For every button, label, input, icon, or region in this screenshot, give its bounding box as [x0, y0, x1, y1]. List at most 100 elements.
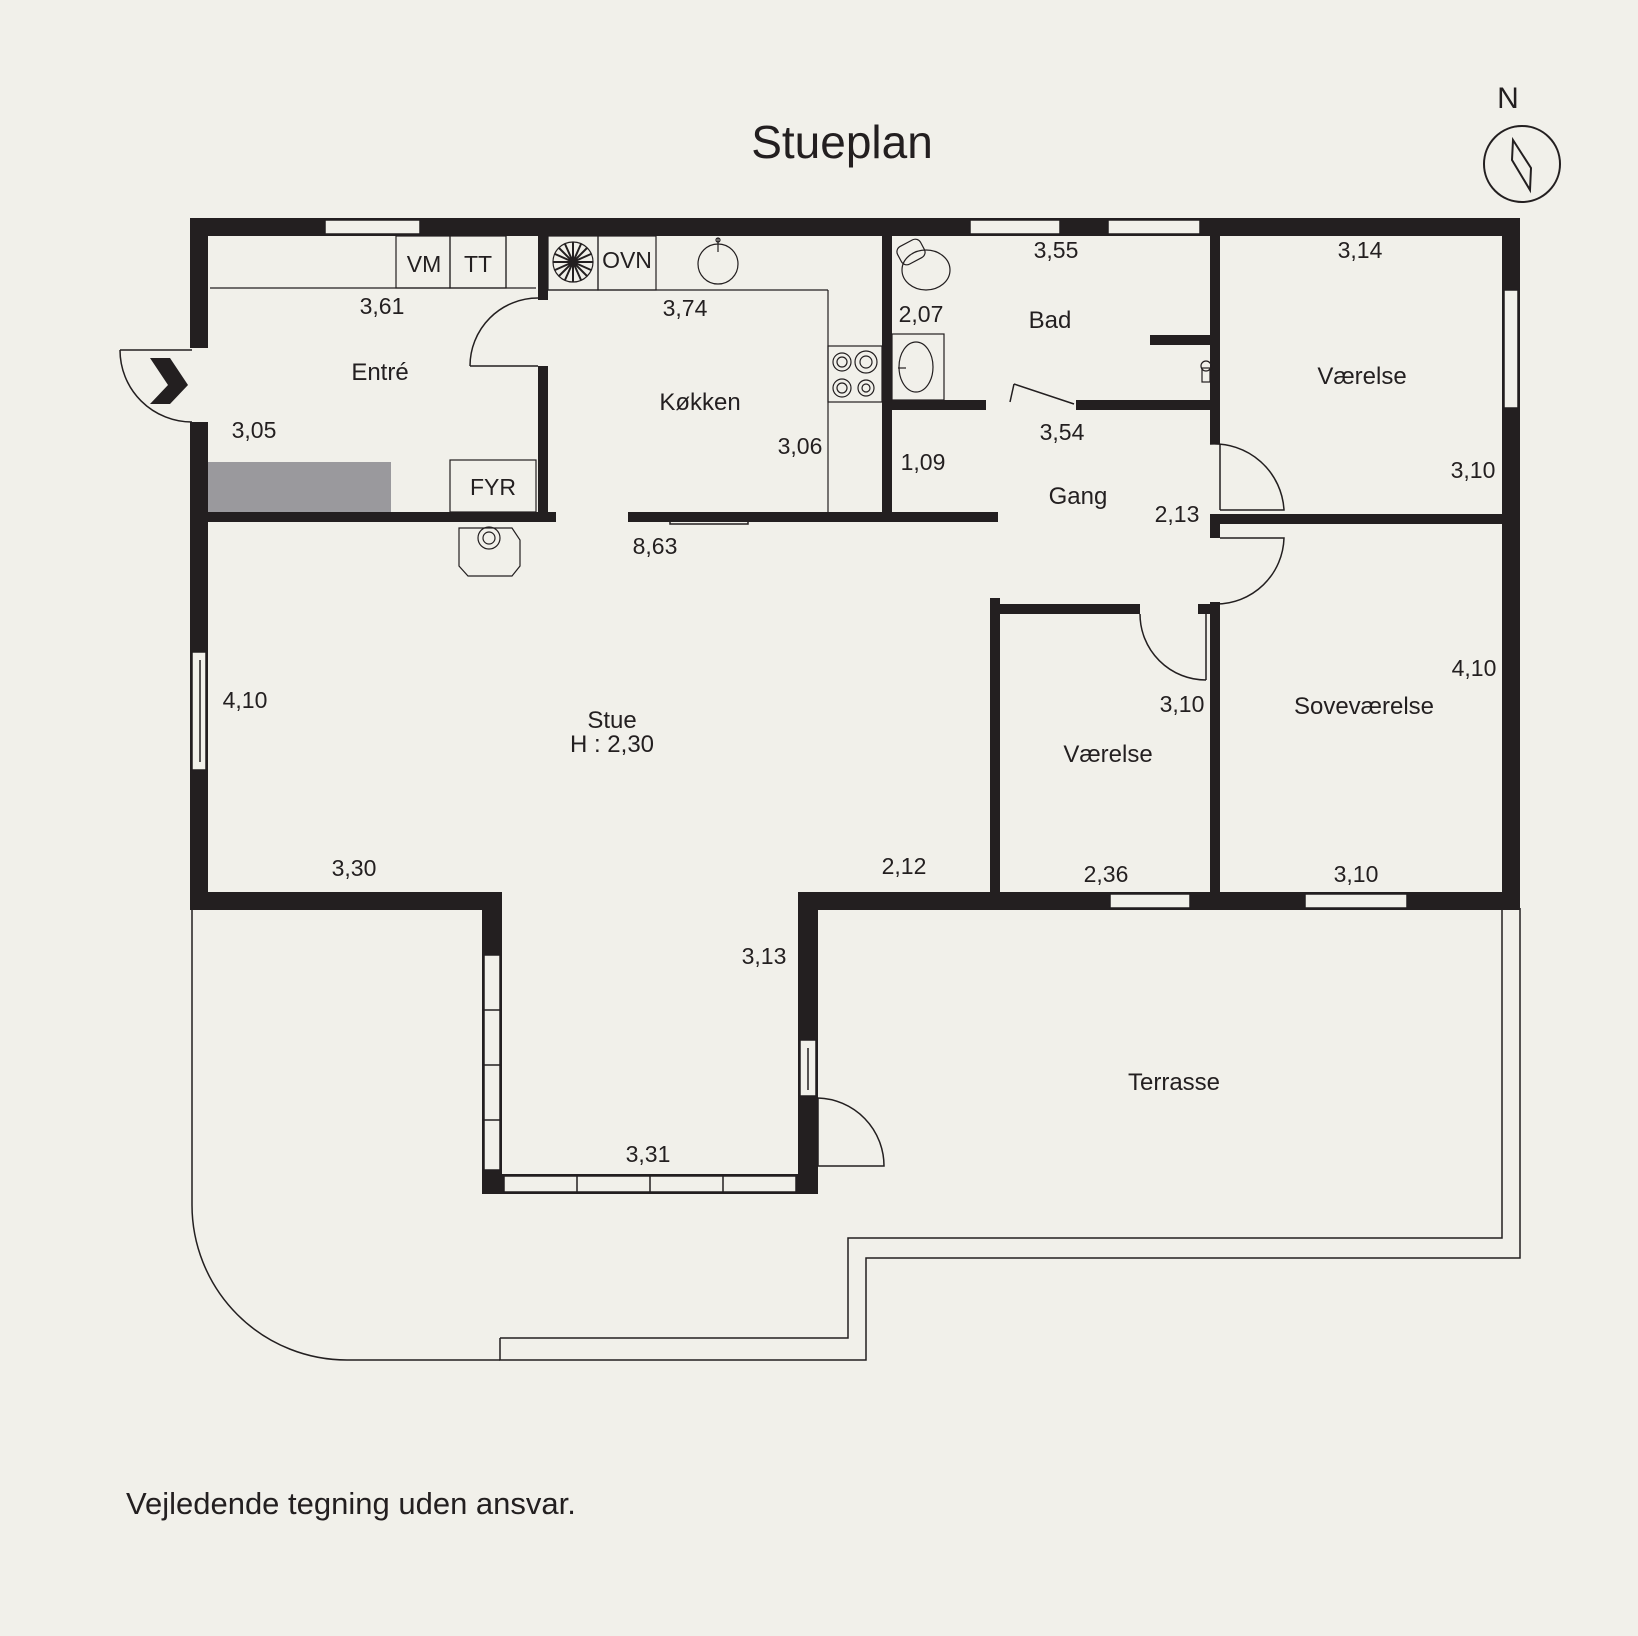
door-bath[interactable] [1009, 383, 1075, 405]
boiler-box [449, 459, 537, 513]
door-terrace[interactable] [817, 1097, 885, 1167]
room-label-vaerelse-ne: Værelse [1317, 363, 1406, 390]
shower-icon [1200, 360, 1212, 383]
fixtures [208, 235, 1212, 577]
compass: N [1483, 82, 1561, 203]
room-height-stue: H : 2,30 [570, 731, 654, 758]
wall-bath-south-left [882, 400, 986, 410]
dimension-label: 2,07 [899, 301, 944, 327]
wall-bath-stub [1150, 335, 1216, 345]
hob-burners-icon [832, 350, 878, 398]
fixture-label-vm: VM [407, 251, 442, 277]
doors [119, 297, 1285, 1167]
window-mullions [199, 660, 809, 1192]
window [1107, 219, 1201, 235]
window [969, 219, 1061, 235]
dimension-label: 2,13 [1155, 501, 1200, 527]
oven-box [597, 235, 657, 291]
disclaimer-text: Vejledende tegning uden ansvar. [126, 1486, 576, 1521]
terrace-outline [191, 908, 1521, 1361]
door-sovevaerelse[interactable] [1215, 537, 1285, 605]
wall-entre-kitchen-upper [538, 236, 548, 300]
dimension-label: 1,09 [901, 449, 946, 475]
compass-needle-icon [1510, 136, 1533, 194]
room-label-kokken: Køkken [659, 389, 740, 416]
wall-gang-east-upper [1210, 236, 1220, 444]
terrace-inner-edge [500, 908, 1503, 1339]
interior-walls [208, 236, 1520, 908]
door-vaerelse-s[interactable] [1139, 613, 1207, 681]
room-label-vaerelse-s: Værelse [1063, 741, 1152, 768]
window [191, 651, 207, 771]
wall-south-west [190, 892, 502, 910]
room-label-sovevaerelse: Soveværelse [1294, 693, 1434, 720]
dimension-label: 4,10 [1452, 655, 1497, 681]
terrace-outer-edge [499, 908, 1521, 1361]
dimension-label: 3,74 [663, 295, 708, 321]
bath-sink-icon [898, 341, 934, 393]
fixture-labels: VM TT OVN FYR [407, 247, 652, 500]
fixture-label-ovn: OVN [602, 247, 652, 273]
stove-heater-knob-inner [482, 531, 496, 545]
wall-gang-east-mid [1210, 514, 1220, 538]
room-label-stue: Stue [587, 707, 636, 734]
toilet-icon [896, 238, 951, 291]
dimension-label: 8,63 [633, 533, 678, 559]
window [483, 954, 501, 1171]
dimension-label: 3,06 [778, 433, 823, 459]
hob-box [827, 345, 883, 403]
front-door[interactable] [119, 349, 193, 423]
window [1304, 893, 1408, 909]
dimension-label: 3,13 [742, 943, 787, 969]
dimension-label: 3,10 [1451, 457, 1496, 483]
room-label-gang: Gang [1049, 483, 1108, 510]
fixture-label-fyr: FYR [470, 474, 516, 500]
dimension-label: 4,10 [223, 687, 268, 713]
stove-heater-icon [458, 527, 521, 577]
dimension-label: 3,14 [1338, 237, 1383, 263]
terrace-west-arc [191, 908, 500, 1361]
dimension-label: 3,10 [1334, 861, 1379, 887]
fixture-label-tt: TT [464, 251, 492, 277]
room-label-entre: Entré [351, 359, 408, 386]
wardrobe-block [208, 462, 391, 512]
room-labels: Entré Køkken Bad Værelse Gang Stue H : 2… [351, 307, 1434, 1096]
dimension-label: 3,30 [332, 855, 377, 881]
dimension-labels: 3,61 3,05 3,74 3,06 3,55 2,07 3,14 3,10 … [223, 237, 1497, 1167]
entrance-arrow-icon [150, 358, 188, 404]
wall-vaerelse-s-north [990, 604, 1140, 614]
dimension-label: 3,54 [1040, 419, 1085, 445]
wall-kitchen-south [628, 512, 998, 522]
wall-kitchen-bath [882, 236, 892, 522]
page-title: Stueplan [751, 116, 933, 168]
compass-north-label: N [1497, 82, 1519, 115]
wall-entre-kitchen-lower [538, 366, 548, 522]
wall-vaerelse-s-west [990, 598, 1000, 908]
compass-ring [1483, 125, 1561, 203]
window [1109, 893, 1191, 909]
dimension-label: 2,12 [882, 853, 927, 879]
wall-entre-south [208, 512, 556, 522]
dimension-label: 3,61 [360, 293, 405, 319]
window [1503, 289, 1519, 409]
room-label-terrasse: Terrasse [1128, 1069, 1220, 1096]
door-vaerelse-ne[interactable] [1209, 443, 1285, 511]
room-label-bad: Bad [1029, 307, 1072, 334]
door-entre-kitchen[interactable] [469, 297, 539, 367]
window [324, 219, 421, 235]
dimension-label: 3,10 [1160, 691, 1205, 717]
wall-vaerelse-s-north-stub [1198, 604, 1220, 614]
dimension-label: 3,31 [626, 1141, 671, 1167]
dimension-label: 2,36 [1084, 861, 1129, 887]
wall-sove-west [1210, 602, 1220, 908]
stove-heater-knob [477, 526, 501, 550]
wall-bath-south-right [1076, 400, 1216, 410]
wall-west-upper [190, 218, 208, 348]
wall-vaerelse-south [1210, 514, 1520, 524]
dimension-label: 3,55 [1034, 237, 1079, 263]
bath-sink-box [891, 333, 945, 401]
dimension-label: 3,05 [232, 417, 277, 443]
